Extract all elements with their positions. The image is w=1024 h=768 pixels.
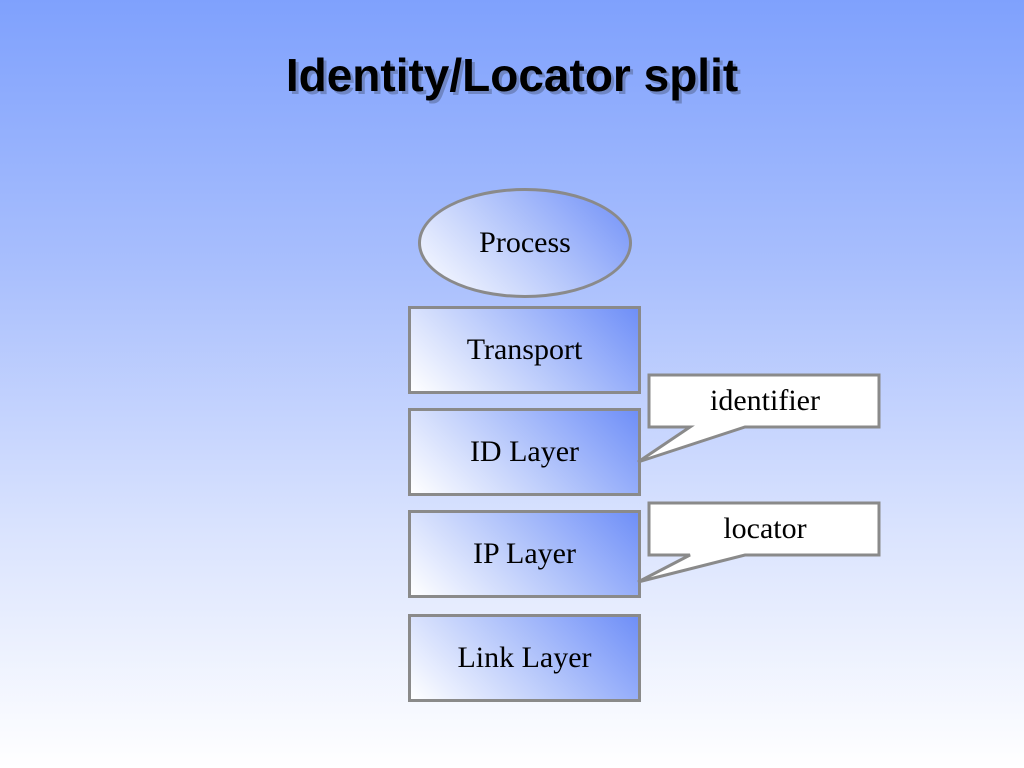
locator-callout-shape	[637, 501, 881, 584]
identifier-callout-shape	[637, 373, 881, 464]
process-node: Process	[418, 188, 632, 298]
identifier-callout-label: identifier	[710, 384, 820, 417]
locator-callout-label: locator	[723, 512, 807, 545]
id-layer-label: ID Layer	[469, 435, 580, 468]
ip-layer-label: IP Layer	[472, 537, 576, 570]
ip-layer-box: IP Layer	[408, 510, 641, 598]
id-layer-box: ID Layer	[408, 408, 641, 496]
link-layer-label: Link Layer	[457, 641, 592, 674]
process-label: Process	[479, 226, 571, 259]
link-layer-box: Link Layer	[408, 614, 641, 702]
slide-title: Identity/Locator split	[285, 49, 739, 101]
transport-layer-box: Transport	[408, 306, 641, 394]
transport-layer-label: Transport	[466, 333, 583, 366]
